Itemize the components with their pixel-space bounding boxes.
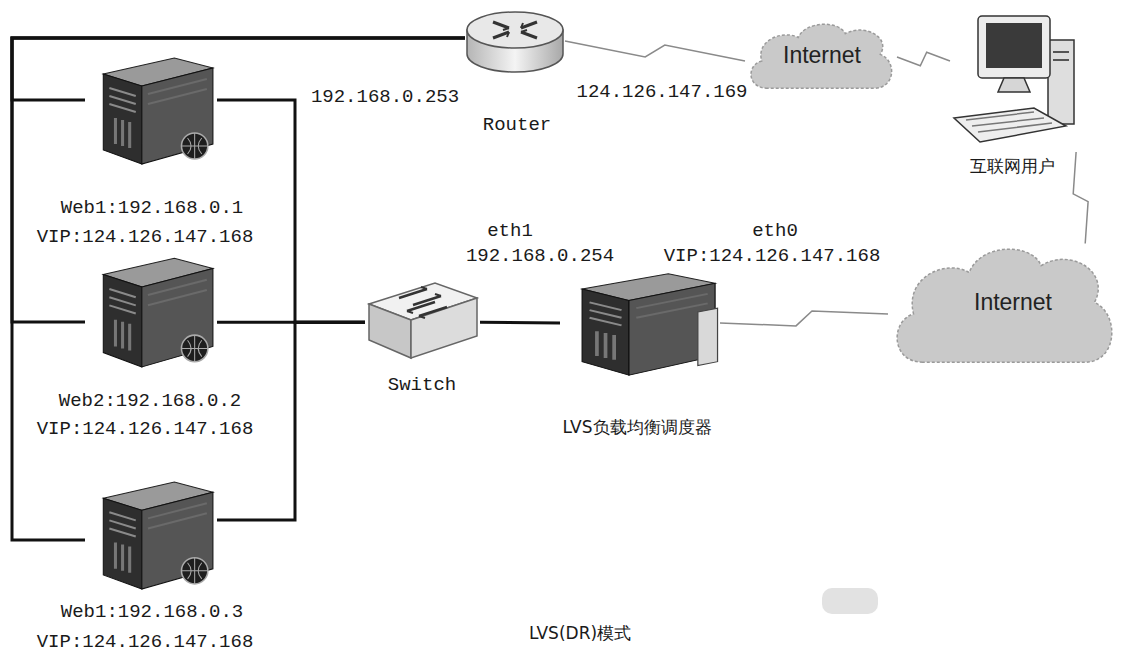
server-icon (85, 476, 217, 592)
icon-part (582, 289, 629, 375)
icon-part (148, 503, 207, 528)
device-node: Web1:192.168.0.1VIP:124.126.147.168 (85, 52, 217, 167)
icon-part (103, 74, 142, 164)
switch-label: Switch (388, 374, 456, 397)
device-node: Switch (365, 278, 480, 363)
icon-part (698, 308, 718, 365)
wan-link (897, 52, 950, 66)
device-node: 互联网用户 (950, 12, 1080, 152)
icon-part (751, 24, 892, 88)
icon-part (597, 331, 614, 360)
router-label: 124.126.147.169 (576, 81, 747, 104)
icon-part (978, 16, 1050, 78)
icon-part (103, 498, 142, 589)
icon-part (590, 302, 622, 325)
icon-part (109, 88, 135, 112)
icon-part (148, 280, 207, 306)
device-node: 192.168.0.253124.126.147.169Router (465, 8, 565, 74)
icon-part (1048, 40, 1074, 124)
lvs-label: eth1 (487, 220, 533, 243)
server-icon (85, 52, 217, 167)
web-label: Web2:192.168.0.2 (59, 390, 241, 413)
server-icon (85, 252, 217, 370)
icon-part (181, 335, 207, 362)
icon-part (181, 133, 207, 159)
switch-icon (365, 278, 480, 363)
icon-part (109, 289, 135, 314)
wan-link (1073, 152, 1088, 244)
icon-part (142, 68, 213, 164)
network-cable (12, 38, 465, 540)
device-node: Internet (745, 18, 897, 96)
icon-part (181, 335, 207, 362)
device-node: Web2:192.168.0.2VIP:124.126.147.168 (85, 252, 217, 370)
icon-part (142, 268, 213, 367)
icon-part (407, 287, 441, 318)
icon-part (181, 133, 207, 159)
icon-part (369, 304, 411, 358)
web-label: VIP:124.126.147.168 (37, 631, 254, 654)
icon-part (181, 558, 207, 584)
icon-part (954, 108, 1066, 142)
watermark-blur (822, 588, 878, 614)
icon-part (109, 512, 135, 536)
device-node: Internet (888, 238, 1120, 376)
icon-part (966, 112, 1052, 132)
web-label: Web1:192.168.0.3 (61, 601, 243, 624)
icon-part (986, 23, 1042, 68)
web-label: VIP:124.126.147.168 (37, 418, 254, 441)
icon-part (503, 23, 527, 37)
internet-label: Internet (783, 42, 861, 70)
icon-part (493, 22, 537, 38)
device-node: eth1192.168.0.254eth0VIP:124.126.147.168… (560, 268, 720, 378)
lvs-label: VIP:124.126.147.168 (664, 245, 881, 268)
lvs-label: eth0 (752, 220, 798, 243)
wan-link (720, 311, 888, 326)
icon-part (148, 79, 207, 104)
pc-icon (950, 12, 1080, 152)
web-label: Web1:192.168.0.1 (61, 197, 243, 220)
network-cable (12, 38, 465, 322)
device-node: Web1:192.168.0.3VIP:124.126.147.168 (85, 476, 217, 592)
icon-part (115, 543, 129, 573)
icon-part (897, 249, 1112, 362)
lvs-label: 192.168.0.254 (466, 245, 614, 268)
internet-label: Internet (974, 289, 1052, 317)
icon-part (115, 320, 129, 351)
icon-part (399, 289, 447, 316)
diagram-caption: LVS(DR)模式 (529, 622, 631, 645)
icon-part (103, 275, 142, 367)
icon-part (636, 294, 707, 318)
network-cable (480, 321, 560, 325)
web-label: VIP:124.126.147.168 (37, 226, 254, 249)
icon-part (181, 558, 207, 584)
router-label: 192.168.0.253 (311, 86, 459, 109)
icon-part (142, 492, 213, 589)
icon-part (115, 118, 129, 148)
wan-link (565, 41, 745, 61)
server-icon (560, 268, 720, 378)
lvs-label: LVS负载均衡调度器 (562, 417, 711, 437)
router-icon (465, 8, 565, 74)
icon-part (998, 78, 1030, 92)
user-label: 互联网用户 (970, 156, 1055, 176)
icon-part (1053, 52, 1069, 60)
router-label: Router (483, 114, 551, 137)
icon-part (467, 12, 563, 48)
